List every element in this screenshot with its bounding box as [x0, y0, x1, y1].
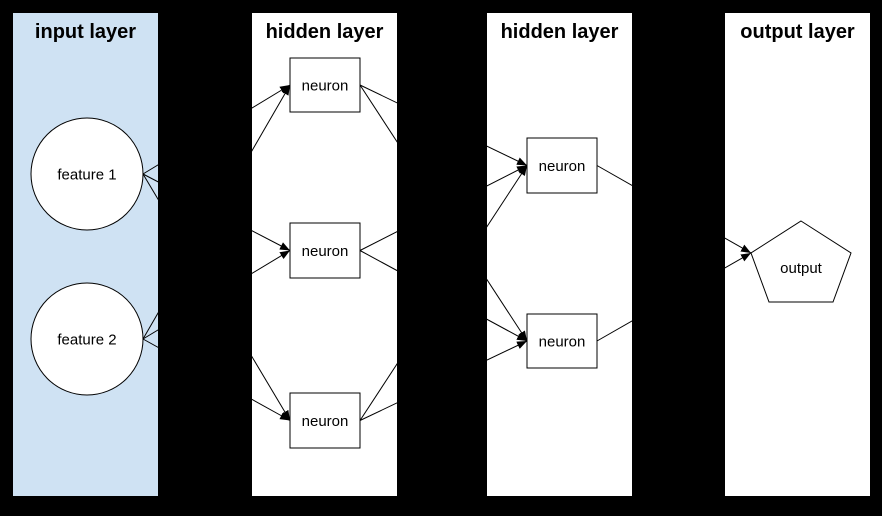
panel-hidden-layer-2: hidden layer	[487, 13, 632, 496]
panel-hidden-layer-1: hidden layer	[252, 13, 397, 496]
input-layer-header: input layer	[34, 21, 137, 43]
hidden-layer-2-header: hidden layer	[500, 21, 619, 43]
panel-output-layer: output layer	[725, 13, 870, 496]
output-layer-header: output layer	[740, 21, 855, 43]
hidden-layer-1-header: hidden layer	[265, 21, 384, 43]
panel-input-layer: input layer	[13, 13, 158, 496]
